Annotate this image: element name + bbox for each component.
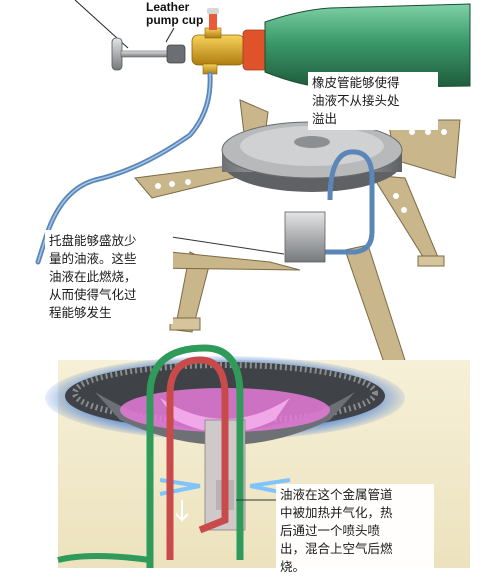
tray-leader-line xyxy=(164,235,285,255)
pump-handle xyxy=(111,37,123,71)
fuel-bottle xyxy=(264,3,471,89)
fuel-valve xyxy=(191,8,268,75)
leather-pump-cup-label: Leather pump cup xyxy=(146,0,204,27)
generator-tube xyxy=(310,149,375,255)
frame-holes xyxy=(155,129,447,213)
pump-cup-leader-line xyxy=(165,27,175,43)
pump-rod xyxy=(120,50,172,58)
preheat-tray-note: 托盘能够盛放少 量的油液。这些 油液在此燃烧， 从而使得气化过 程能够发生 xyxy=(45,230,173,324)
preheat-tray xyxy=(284,211,326,263)
fuel-loop-green xyxy=(146,344,244,568)
leather-pump-cup xyxy=(166,44,186,64)
hose-seal-note: 橡皮管能够使得 油液不从接头处 溢出 xyxy=(308,72,438,130)
generator-tube-note: 油液在这个金属管道 中被加热并气化，热 后通过一个喷头喷 出，混合上空气后燃 烧… xyxy=(276,484,434,578)
pump-assembly xyxy=(74,0,186,71)
fuel-loop-red xyxy=(166,356,229,560)
flow-arrow xyxy=(175,500,189,523)
bottle-cap xyxy=(242,29,268,71)
burner-head xyxy=(221,121,403,192)
